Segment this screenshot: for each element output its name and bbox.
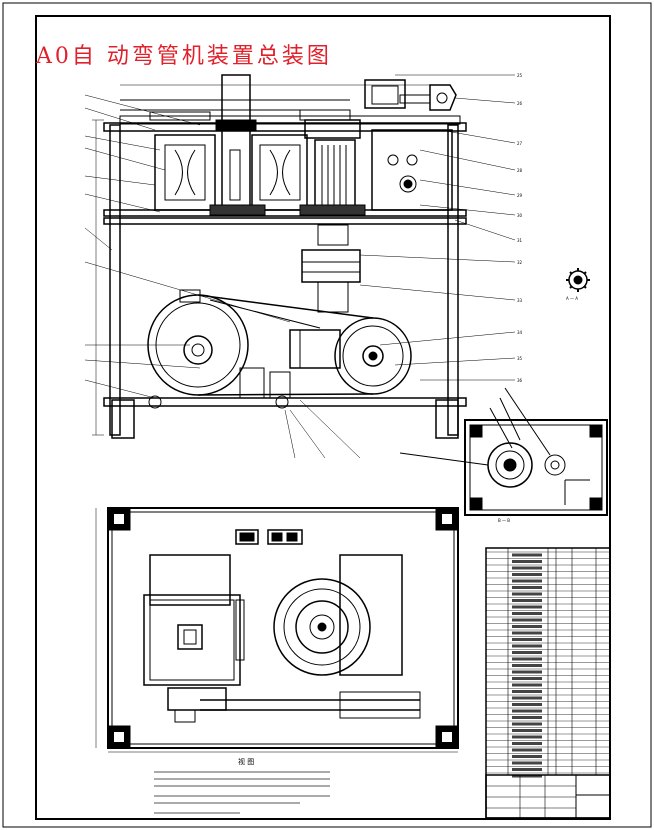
bom-rows: [486, 551, 610, 778]
bom-cell-text: [512, 599, 542, 602]
bom-cell-text: [512, 566, 542, 570]
bom-cell-text: [512, 592, 542, 596]
bom-cell-text: [512, 677, 542, 680]
bom-cell-text: [512, 631, 542, 635]
bill-of-materials: [485, 547, 611, 819]
front-view-dimensions: [92, 84, 450, 436]
bom-cell-text: [512, 742, 542, 745]
section-a-detail: [566, 268, 590, 292]
bom-cell-text: [512, 670, 542, 674]
svg-text:35: 35: [517, 356, 523, 361]
svg-text:25: 25: [517, 73, 523, 78]
technical-notes: [154, 771, 330, 814]
bom-cell-text: [512, 735, 542, 739]
bom-cell-text: [512, 612, 542, 615]
top-view: [95, 507, 459, 753]
svg-text:31: 31: [517, 238, 523, 243]
bom-cell-text: [512, 618, 542, 622]
right-callout-numbers: 25 26 27 28 29 30 31 32 33 34 35 36: [517, 73, 523, 383]
bom-cell-text: [512, 722, 542, 726]
top-view-title: 视 图: [238, 757, 254, 766]
svg-text:30: 30: [517, 213, 523, 218]
bom-cell-text: [512, 605, 542, 609]
svg-text:27: 27: [517, 141, 523, 146]
bom-cell-text: [512, 761, 542, 765]
bom-cell-text: [512, 748, 542, 752]
drawing-title: A0自 动弯管机装置总装图: [36, 44, 332, 69]
bom-cell-text: [512, 560, 542, 563]
bom-cell-text: [512, 638, 542, 641]
svg-text:28: 28: [517, 168, 523, 173]
left-callouts: [84, 94, 361, 459]
bom-cell-text: [512, 579, 542, 583]
bom-cell-text: [512, 755, 542, 758]
bom-cell-text: [512, 774, 542, 778]
bom-cell-text: [512, 625, 542, 628]
bom-cell-text: [512, 696, 542, 700]
title-block: [485, 774, 611, 819]
bom-cell-text: [512, 729, 542, 732]
svg-text:34: 34: [517, 330, 523, 335]
bom-cell-text: [512, 690, 542, 693]
inner-border: [35, 15, 611, 820]
section-a-label: A — A: [566, 296, 578, 301]
bom-cell-text: [512, 553, 542, 557]
bom-cell-text: [512, 768, 542, 771]
bom-cell-text: [512, 644, 542, 648]
front-view: [103, 74, 467, 439]
bom-cell-text: [512, 586, 542, 589]
bom-cell-text: [512, 651, 542, 654]
svg-text:32: 32: [517, 260, 523, 265]
bom-cell-text: [512, 683, 542, 687]
section-b-view: [399, 387, 608, 516]
bom-cell-text: [512, 573, 542, 576]
bom-cell-text: [512, 657, 542, 661]
bom-cell-text: [512, 703, 542, 706]
bom-cell-text: [512, 664, 542, 667]
bom-cell-text: [512, 716, 542, 719]
bom-cell-text: [512, 709, 542, 713]
svg-text:26: 26: [517, 101, 523, 106]
right-callouts: [359, 74, 516, 381]
section-b-label: B — B: [498, 518, 510, 523]
svg-text:33: 33: [517, 298, 523, 303]
svg-text:29: 29: [517, 193, 523, 198]
svg-text:36: 36: [517, 378, 523, 383]
